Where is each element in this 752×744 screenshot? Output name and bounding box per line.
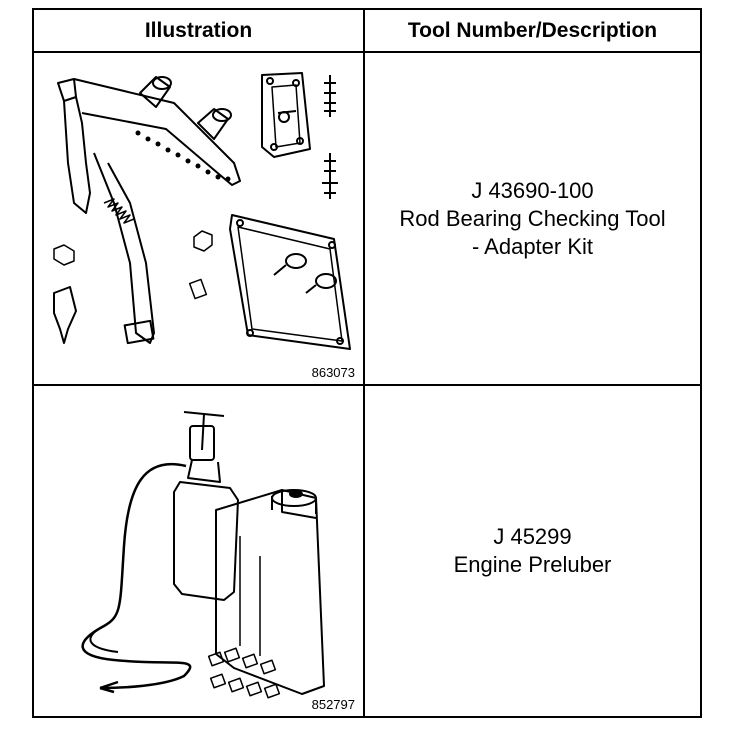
header-tool-description: Tool Number/Description [365, 10, 700, 53]
figure-number: 863073 [311, 365, 355, 380]
table-row: 852797 J 45299 Engine Preluber [34, 386, 700, 716]
description-cell: J 45299 Engine Preluber [365, 386, 700, 716]
tool-description-line2: - Adapter Kit [471, 233, 594, 259]
engine-preluber-illustration [81, 411, 325, 699]
tool-number: J 45299 [493, 524, 572, 549]
tool-description-line1: Rod Bearing Checking Tool [399, 205, 666, 231]
illustration-cell: 863073 [34, 53, 365, 384]
figure-number: 852797 [311, 697, 355, 712]
table-row: 863073 J 43690-100 Rod Bearing Checking … [34, 53, 700, 386]
header-illustration: Illustration [34, 10, 365, 53]
description-cell: J 43690-100 Rod Bearing Checking Tool - … [365, 53, 700, 384]
tool-description-line1: Engine Preluber [453, 552, 612, 577]
tool-number: J 43690-100 [471, 177, 594, 203]
illustration-cell: 852797 [34, 386, 365, 716]
rod-bearing-tool-kit-illustration [53, 72, 351, 350]
tool-table: Illustration Tool Number/Description [32, 8, 702, 718]
